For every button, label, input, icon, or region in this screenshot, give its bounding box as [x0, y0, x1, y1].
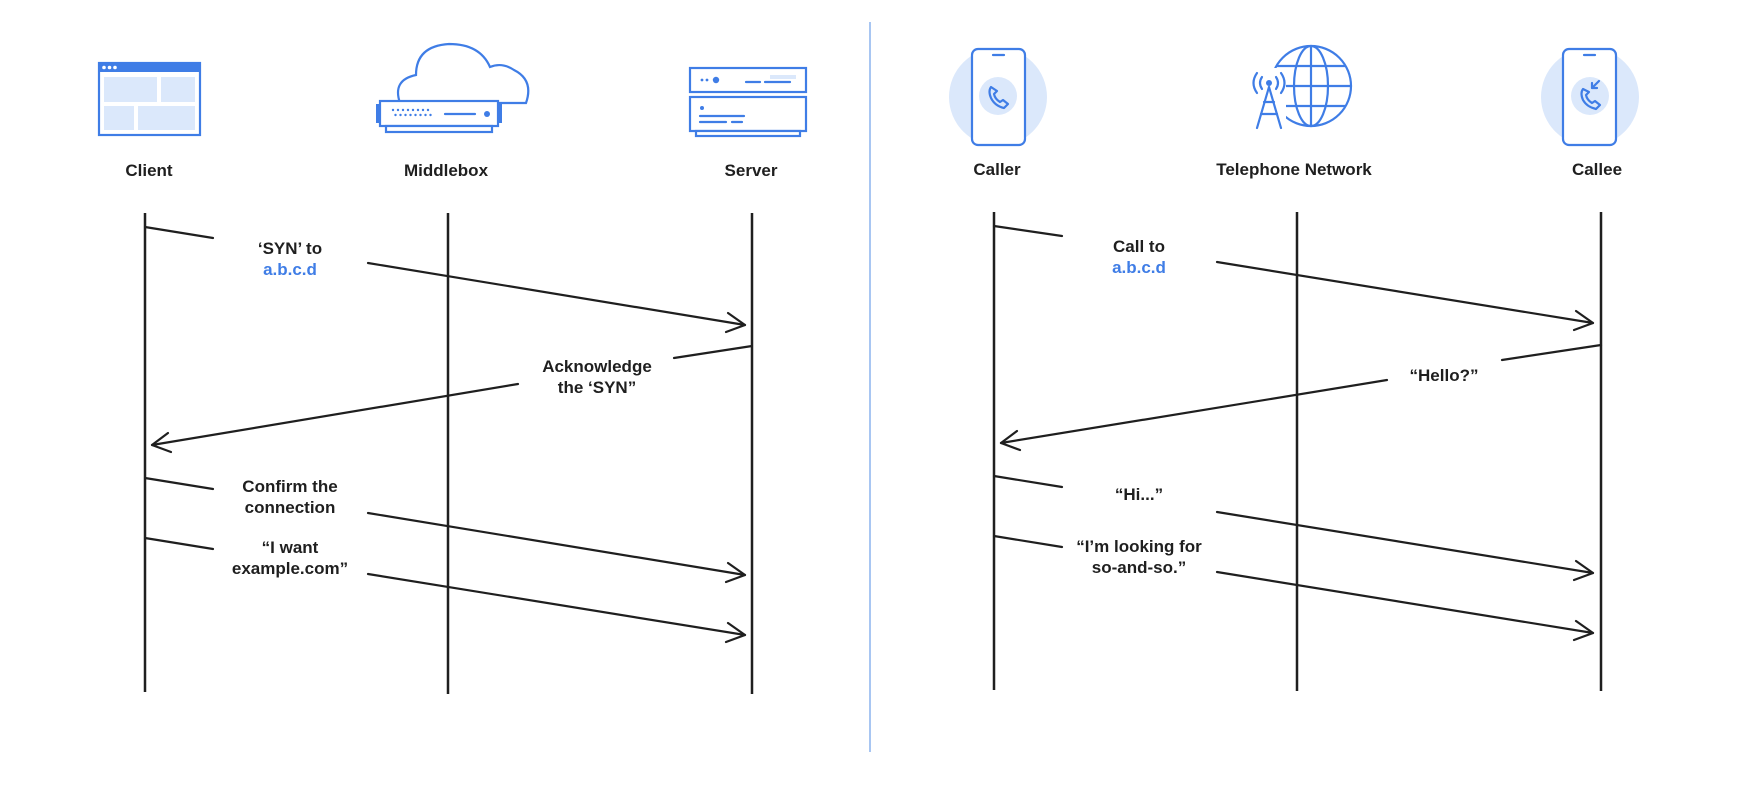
- message-syn: ‘SYN’ to a.b.c.d: [143, 225, 747, 334]
- arrowhead: [1572, 619, 1595, 642]
- message-arrow-segment: [366, 572, 747, 637]
- participant-label-callee: Callee: [1572, 160, 1622, 179]
- phone-incoming-icon: [1541, 47, 1639, 147]
- arrowhead: [724, 621, 747, 644]
- message-label: Call to: [1113, 237, 1165, 256]
- message-hi: “Hi...”: [992, 474, 1595, 582]
- message-arrow-segment: [992, 474, 1064, 489]
- message-label: “Hello?”: [1410, 366, 1479, 385]
- message-arrow-segment: [999, 378, 1389, 445]
- participant-label-middlebox: Middlebox: [404, 161, 489, 180]
- message-arrow-segment: [366, 511, 747, 577]
- message-label: the ‘SYN”: [558, 378, 636, 397]
- message-arrow-segment: [672, 344, 754, 360]
- arrowhead: [724, 311, 747, 334]
- arrowhead: [724, 561, 747, 584]
- message-arrow-segment: [1215, 570, 1595, 635]
- message-call: Call to a.b.c.d: [992, 224, 1595, 332]
- phone-call-icon: [949, 47, 1047, 147]
- message-label: “Hi...”: [1115, 485, 1163, 504]
- message-label: example.com”: [232, 559, 348, 578]
- message-arrow-segment: [992, 534, 1064, 549]
- right-panel: Caller Telephone Network Callee Call to …: [949, 44, 1639, 691]
- arrowhead: [1572, 309, 1595, 332]
- message-hello: “Hello?”: [999, 343, 1603, 452]
- message-syn-ack: Acknowledge the ‘SYN”: [150, 344, 754, 454]
- message-arrow-segment: [1215, 260, 1595, 325]
- message-arrow-segment: [143, 476, 215, 491]
- message-label: so-and-so.”: [1092, 558, 1186, 577]
- message-label: ‘SYN’ to: [258, 239, 322, 258]
- message-label: “I’m looking for: [1076, 537, 1202, 556]
- arrowhead: [150, 431, 173, 454]
- arrowhead: [1572, 559, 1595, 582]
- cell-tower-globe-icon: [1248, 44, 1353, 130]
- message-arrow-segment: [143, 225, 215, 240]
- message-label: “I want: [262, 538, 319, 557]
- message-arrow-segment: [150, 382, 520, 447]
- left-panel: Client Middlebox Server ‘SYN’ to a.b.c.d…: [97, 42, 808, 694]
- message-address: a.b.c.d: [1112, 258, 1166, 277]
- message-label: Acknowledge: [542, 357, 652, 376]
- cloud-router-icon: [376, 42, 530, 134]
- server-rack-icon: [688, 66, 808, 138]
- browser-window-icon: [97, 61, 202, 137]
- message-label: Confirm the: [242, 477, 337, 496]
- message-arrow-segment: [366, 261, 747, 327]
- participant-label-server: Server: [725, 161, 778, 180]
- message-label: connection: [245, 498, 336, 517]
- participant-label-caller: Caller: [973, 160, 1021, 179]
- message-arrow-segment: [1215, 510, 1595, 575]
- message-arrow-segment: [992, 224, 1064, 238]
- message-arrow-segment: [143, 536, 215, 551]
- participant-label-telephone-network: Telephone Network: [1216, 160, 1372, 179]
- message-arrow-segment: [1500, 343, 1603, 362]
- message-request: “I want example.com”: [143, 536, 747, 644]
- message-confirm: Confirm the connection: [143, 476, 747, 584]
- message-address: a.b.c.d: [263, 260, 317, 279]
- participant-label-client: Client: [125, 161, 173, 180]
- arrowhead: [999, 429, 1022, 452]
- message-looking-for: “I’m looking for so-and-so.”: [992, 534, 1595, 642]
